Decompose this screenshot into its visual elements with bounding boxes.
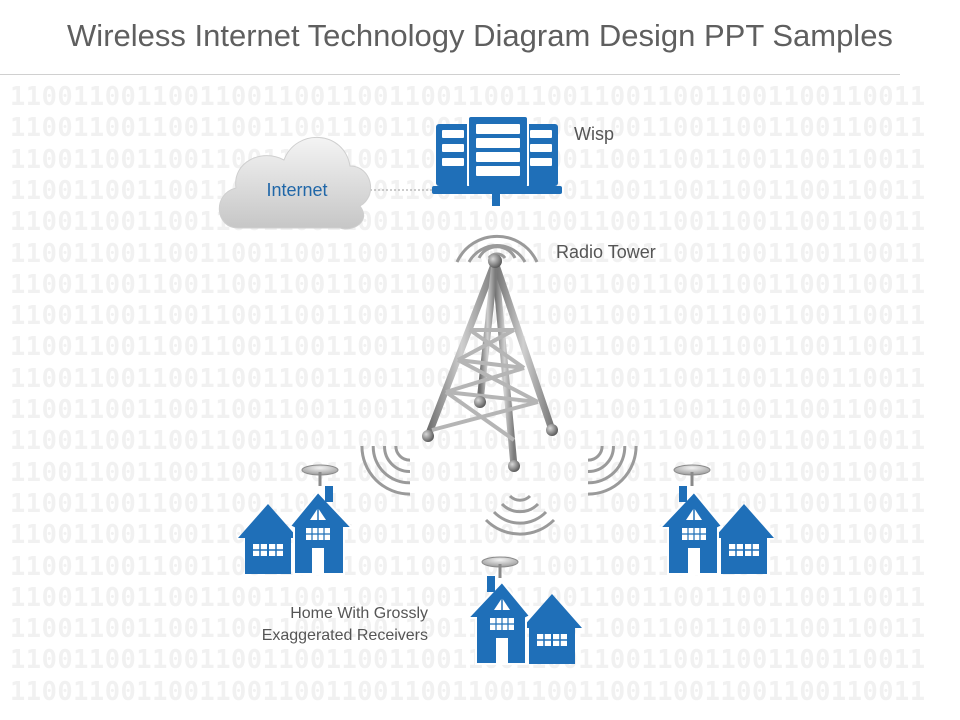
internet-cloud-icon: [218, 136, 371, 230]
binary-pattern-line: 1100110011001100110011001100110011001100…: [10, 206, 926, 237]
house-right-icon: [659, 485, 775, 575]
binary-pattern-line: 1100110011001100110011001100110011001100…: [10, 487, 926, 518]
home-label-line-2: Exaggerated Receivers: [261, 627, 428, 644]
internet-label: Internet: [266, 180, 328, 200]
home-label-line-1: Home With Grossly: [290, 605, 428, 622]
house-left-icon: [237, 485, 353, 575]
binary-pattern-line: 1100110011001100110011001100110011001100…: [10, 456, 926, 487]
home-receivers-label: Home With Grossly Exaggerated Receivers: [220, 603, 428, 647]
signal-left-icon: [350, 427, 429, 506]
signal-right-icon: [569, 427, 648, 506]
binary-pattern-line: 1100110011001100110011001100110011001100…: [10, 268, 926, 299]
binary-pattern-line: 1100110011001100110011001100110011001100…: [10, 425, 926, 456]
binary-pattern-line: 1100110011001100110011001100110011001100…: [10, 237, 926, 268]
house-bottom-icon: [467, 575, 583, 665]
radio-tower-label: Radio Tower: [556, 242, 656, 262]
dish-right-icon: [672, 463, 712, 488]
binary-pattern-line: 1100110011001100110011001100110011001100…: [10, 644, 926, 675]
title-divider: [0, 74, 900, 75]
binary-pattern-line: 1100110011001100110011001100110011001100…: [10, 675, 926, 706]
radio-tower-icon: [422, 254, 558, 472]
binary-pattern-line: 1100110011001100110011001100110011001100…: [10, 84, 926, 111]
binary-pattern-line: 1100110011001100110011001100110011001100…: [10, 550, 926, 581]
wisp-server-icon: [432, 115, 562, 206]
signal-bottom-icon: [484, 494, 556, 536]
wisp-label: Wisp: [574, 124, 614, 144]
binary-pattern-line: 1100110011001100110011001100110011001100…: [10, 581, 926, 612]
slide-title: Wireless Internet Technology Diagram Des…: [67, 18, 893, 53]
dish-bottom-icon: [480, 555, 520, 580]
binary-pattern-line: 1100110011001100110011001100110011001100…: [10, 613, 926, 644]
binary-pattern-line: 1100110011001100110011001100110011001100…: [10, 519, 926, 550]
dish-left-icon: [300, 463, 340, 488]
